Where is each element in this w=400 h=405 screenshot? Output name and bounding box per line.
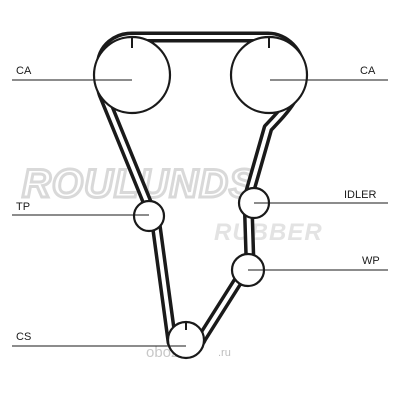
camshaft-pulley-left [92, 35, 172, 115]
label-ca-right: CA [360, 65, 376, 77]
watermark-sub: RUBBER [214, 219, 323, 246]
leader-lines [12, 79, 388, 347]
crankshaft-pulley [166, 320, 206, 360]
label-ca-left: CA [16, 65, 32, 77]
camshaft-pulley-right [229, 35, 309, 115]
pulley-ca-left [92, 35, 172, 115]
labels: CA CA TP IDLER WP CS [16, 65, 380, 343]
label-cs: CS [16, 331, 31, 343]
pulley-tp [132, 199, 166, 233]
label-tp: TP [16, 201, 30, 213]
pulley-ca-right [229, 35, 309, 115]
label-wp: WP [362, 255, 380, 267]
watermark-site-tld: .ru [218, 347, 231, 359]
label-idler: IDLER [344, 189, 376, 201]
tensioner-pulley [132, 199, 166, 233]
